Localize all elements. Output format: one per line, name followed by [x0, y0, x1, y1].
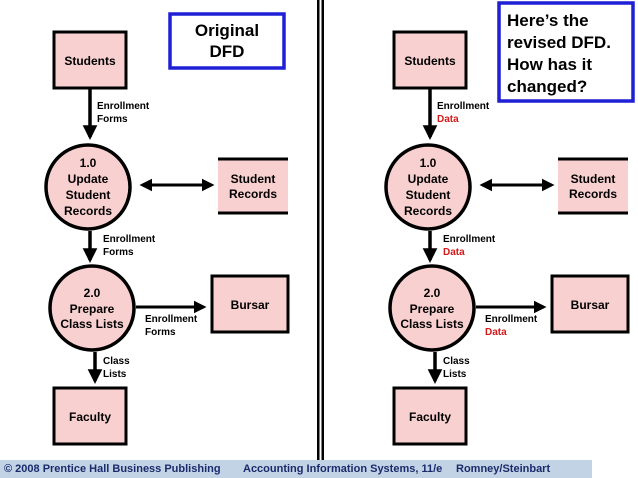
flow4-label-line2: Lists [103, 369, 127, 380]
original-title-line1: Original [195, 21, 259, 40]
revised-process2-line1: Prepare [410, 302, 455, 316]
students-entity [52, 30, 128, 90]
bursar-entity [210, 274, 290, 334]
revised-flow4-label-line2: Lists [443, 369, 467, 380]
footer-authors: Romney/Steinbart [456, 463, 551, 475]
revised-process1-line2: Student [406, 188, 451, 202]
bursar-entity-label: Bursar [231, 298, 270, 312]
store-label-line1: Student [231, 172, 276, 186]
student-records-store [218, 159, 288, 213]
question-line1: Here’s the [507, 11, 589, 30]
flow3-label-line2: Forms [145, 327, 176, 338]
process1-number: 1.0 [80, 156, 97, 170]
process2-line2: Class Lists [60, 317, 124, 331]
revised-process2-number: 2.0 [424, 286, 441, 300]
original-title-line2: DFD [210, 42, 245, 61]
revised-process1-line1: Update [408, 172, 449, 186]
revised-flow3-label-line1: Enrollment [485, 314, 538, 325]
revised-flow4-label-line1: Class [443, 356, 470, 367]
revised-process-prepare-class-lists [388, 264, 476, 352]
revised-flow3-label-line2: Data [485, 327, 507, 338]
footer-bar: © 2008 Prentice Hall Business Publishing… [0, 460, 592, 478]
process2-number: 2.0 [84, 286, 101, 300]
original-title-box [168, 12, 286, 70]
revised-students-entity-label: Students [404, 54, 456, 68]
revised-process2-line2: Class Lists [400, 317, 464, 331]
process1-line2: Student [66, 188, 111, 202]
revised-dfd-panel: Here’s the revised DFD. How has it chang… [384, 1, 635, 446]
process-prepare-class-lists [48, 264, 136, 352]
revised-flow2-label-line2: Data [443, 247, 465, 258]
flow2-label-line1: Enrollment [103, 234, 156, 245]
revised-bursar-entity-label: Bursar [571, 298, 610, 312]
revised-process1-line3: Records [404, 204, 452, 218]
faculty-entity-label: Faculty [69, 410, 111, 424]
question-line2: revised DFD. [507, 33, 611, 52]
question-line3: How has it [507, 55, 592, 74]
footer-book-title: Accounting Information Systems, 11/e [243, 463, 443, 475]
divider-line-right [321, 0, 324, 460]
process1-line3: Records [64, 204, 112, 218]
flow4-label-line1: Class [103, 356, 130, 367]
flow1-label-line1: Enrollment [97, 101, 150, 112]
divider-line-left [317, 0, 320, 460]
flow2-label-line2: Forms [103, 247, 134, 258]
store-label-line2: Records [229, 187, 277, 201]
revised-bursar-entity [550, 274, 630, 334]
faculty-entity [52, 386, 128, 446]
revised-store-label-line2: Records [569, 187, 617, 201]
revised-flow2-label-line1: Enrollment [443, 234, 496, 245]
process2-line1: Prepare [70, 302, 115, 316]
original-dfd-panel: Original DFD Students Enrollment Forms 1… [44, 12, 290, 446]
revised-faculty-entity [392, 386, 468, 446]
revised-flow1-label-line2: Data [437, 114, 459, 125]
revised-student-records-store [558, 159, 628, 213]
flow3-label-line1: Enrollment [145, 314, 198, 325]
revised-process-update-student-records [384, 143, 472, 231]
footer-copyright: © 2008 Prentice Hall Business Publishing [4, 463, 221, 475]
revised-faculty-entity-label: Faculty [409, 410, 451, 424]
revised-students-entity [392, 30, 468, 90]
question-box [497, 1, 635, 103]
revised-store-label-line1: Student [571, 172, 616, 186]
flow1-label-line2: Forms [97, 114, 128, 125]
students-entity-label: Students [64, 54, 116, 68]
process1-line1: Update [68, 172, 109, 186]
question-line4: changed? [507, 77, 587, 96]
revised-flow1-label-line1: Enrollment [437, 101, 490, 112]
revised-process1-number: 1.0 [420, 156, 437, 170]
process-update-student-records [44, 143, 132, 231]
